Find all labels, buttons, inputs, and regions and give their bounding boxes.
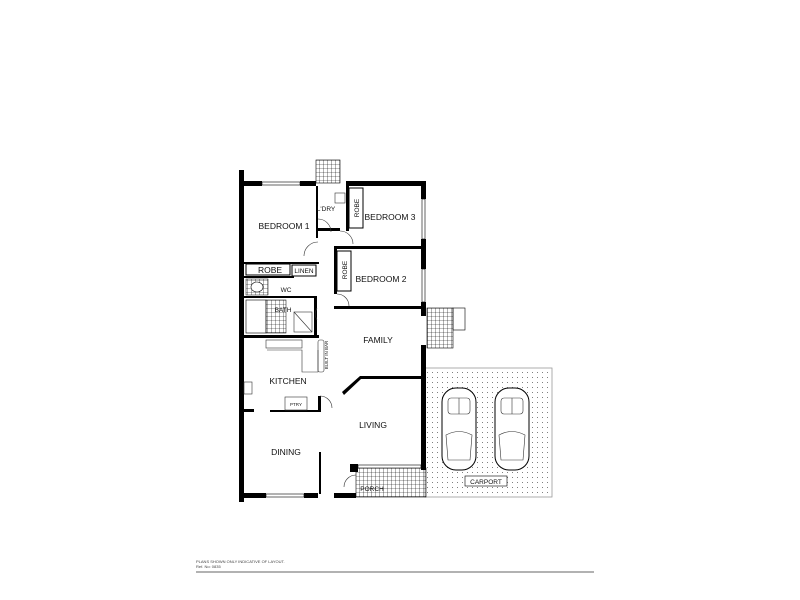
room-label-bedroom2: BEDROOM 2 [355, 274, 406, 284]
room-label-family: FAMILY [363, 335, 393, 345]
room-label-carport: CARPORT [470, 479, 502, 486]
room-label-bath: BATH [275, 307, 292, 314]
room-label-kitchen: KITCHEN [269, 376, 306, 386]
room-label-linen: LINEN [294, 268, 313, 275]
room-label-robe-bedroom1: ROBE [258, 265, 282, 275]
fixtures [243, 187, 364, 411]
walls [239, 170, 426, 502]
car-icon [441, 387, 477, 471]
disclaimer-text: PLANS SHOWN ONLY INDICATIVE OF LAYOUT. [196, 559, 285, 564]
room-label-laundry: L'DRY [317, 206, 336, 213]
rear-steps [315, 159, 341, 184]
porch-tiles [355, 467, 427, 498]
car-icon [494, 387, 530, 471]
room-label-bedroom1: BEDROOM 1 [258, 221, 309, 231]
carport: CARPORT [424, 367, 553, 498]
room-label-robe-bedroom2: ROBE [342, 260, 349, 279]
room-label-dining: DINING [271, 447, 301, 457]
room-label-built-in-bar: BUILT IN BAR [324, 340, 329, 369]
doors [303, 218, 357, 488]
room-label-robe-bedroom3: ROBE [354, 198, 361, 217]
room-label-pantry: PTRY [290, 402, 302, 407]
room-label-wc: WC [281, 287, 292, 294]
room-label-living: LIVING [359, 420, 387, 430]
side-steps [426, 307, 454, 349]
reference-number: Ref. No: 0835 [196, 564, 221, 569]
room-label-porch: PORCH [360, 486, 384, 493]
room-label-bedroom3: BEDROOM 3 [364, 212, 415, 222]
